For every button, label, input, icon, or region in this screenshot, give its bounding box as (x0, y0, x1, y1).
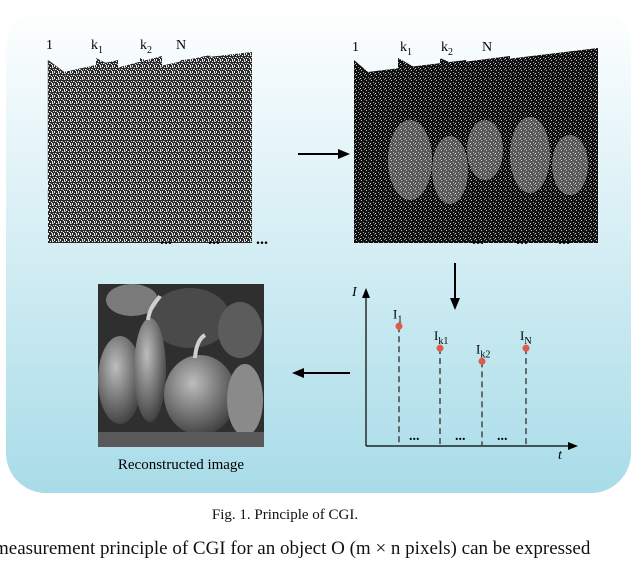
pattern-ellipsis-3: ... (256, 231, 268, 248)
image-label-1: 1 (352, 40, 359, 55)
image-label-n: N (482, 40, 492, 55)
reconstructed-image-label: Reconstructed image (118, 457, 245, 473)
figure-canvas: 1 k1 k2 N 1 k1 k2 N ... ... ... ... ... … (0, 0, 640, 500)
pattern-ellipsis-2: ... (208, 231, 220, 248)
reconstructed-image (98, 284, 264, 447)
plot-ellipsis-2: ... (455, 429, 466, 444)
body-text-line: measurement principle of CGI for an obje… (0, 538, 590, 560)
speckle-pattern-stack (48, 52, 252, 243)
image-ellipsis-1: ... (472, 231, 484, 248)
pattern-label-1: 1 (46, 38, 53, 53)
measured-image-stack (354, 48, 598, 243)
plot-ellipsis-3: ... (497, 429, 508, 444)
image-ellipsis-2: ... (516, 231, 528, 248)
figure-caption: Fig. 1. Principle of CGI. (0, 507, 570, 524)
pattern-ellipsis-1: ... (160, 231, 172, 248)
pattern-label-n: N (176, 38, 186, 53)
plot-ellipsis-1: ... (409, 429, 420, 444)
image-ellipsis-3: ... (558, 231, 570, 248)
